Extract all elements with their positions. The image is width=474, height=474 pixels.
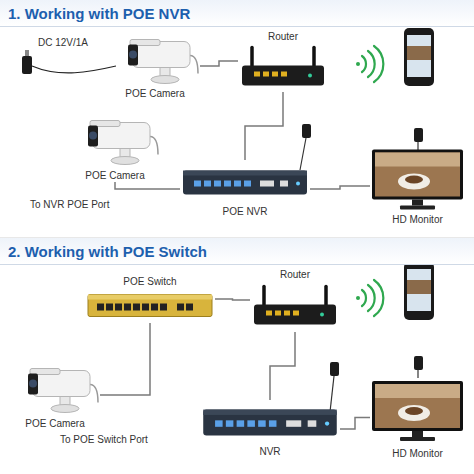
smartphone	[404, 262, 434, 320]
section-heading: 1. Working with POE NVR	[0, 0, 474, 27]
router-symbol	[242, 48, 324, 86]
nvr-symbol	[203, 410, 337, 436]
camera-icon	[110, 32, 200, 87]
device-label: POE Camera	[25, 417, 84, 430]
nvr-device: POE NVR	[180, 160, 310, 218]
cable-connector	[215, 299, 250, 300]
device-label: POE NVR	[222, 205, 267, 218]
device-label: Router	[268, 30, 298, 43]
camera-symbol	[128, 40, 198, 84]
monitor-device: HD Monitor	[370, 375, 465, 460]
router-device: Router	[238, 30, 328, 92]
wifi-symbol	[356, 46, 383, 82]
cable-connector	[100, 323, 150, 395]
camera-device: POE Camera	[10, 360, 100, 430]
cable-connector	[270, 332, 295, 400]
camera-icon	[70, 112, 160, 169]
device-label: NVR	[259, 445, 280, 458]
router-icon	[250, 281, 340, 332]
monitor-icon	[370, 375, 465, 447]
router-symbol	[254, 287, 336, 325]
device-label: POE Camera	[85, 169, 144, 182]
wifi-symbol	[356, 280, 383, 316]
switch-device: POE Switch	[85, 275, 215, 323]
cable-connector	[115, 182, 180, 189]
note-label: DC 12V/1A	[38, 36, 88, 49]
cable-connector	[200, 61, 238, 66]
device-label: POE Switch	[123, 275, 176, 288]
cable-connector	[310, 186, 370, 189]
monitor-device: HD Monitor	[370, 146, 465, 226]
monitor-symbol	[372, 150, 463, 210]
nvr-icon	[180, 160, 310, 205]
camera-icon	[10, 360, 100, 417]
nvr-icon	[200, 400, 340, 445]
cable-connector	[340, 418, 370, 430]
nvr-symbol	[183, 171, 307, 195]
switch-symbol	[88, 295, 212, 317]
smartphone	[404, 28, 434, 86]
device-label: HD Monitor	[392, 447, 443, 460]
cable-label: To POE Switch Port	[60, 433, 148, 446]
camera-device: POE Camera	[110, 32, 200, 100]
camera-symbol	[88, 121, 158, 165]
router-device: Router	[250, 268, 340, 332]
switch-icon	[85, 288, 215, 323]
camera-device: POE Camera	[70, 112, 160, 182]
camera-symbol	[28, 369, 98, 413]
device-label: Router	[280, 268, 310, 281]
device-label: HD Monitor	[392, 213, 443, 226]
device-label: POE Camera	[125, 87, 184, 100]
power-adapter	[22, 50, 116, 74]
nvr-device: NVR	[200, 400, 340, 458]
cable-connector	[245, 92, 283, 160]
section-heading: 2. Working with POE Switch	[0, 238, 474, 265]
router-icon	[238, 43, 328, 92]
cable-label: To NVR POE Port	[30, 198, 109, 211]
monitor-icon	[370, 146, 465, 213]
monitor-symbol	[372, 381, 463, 441]
